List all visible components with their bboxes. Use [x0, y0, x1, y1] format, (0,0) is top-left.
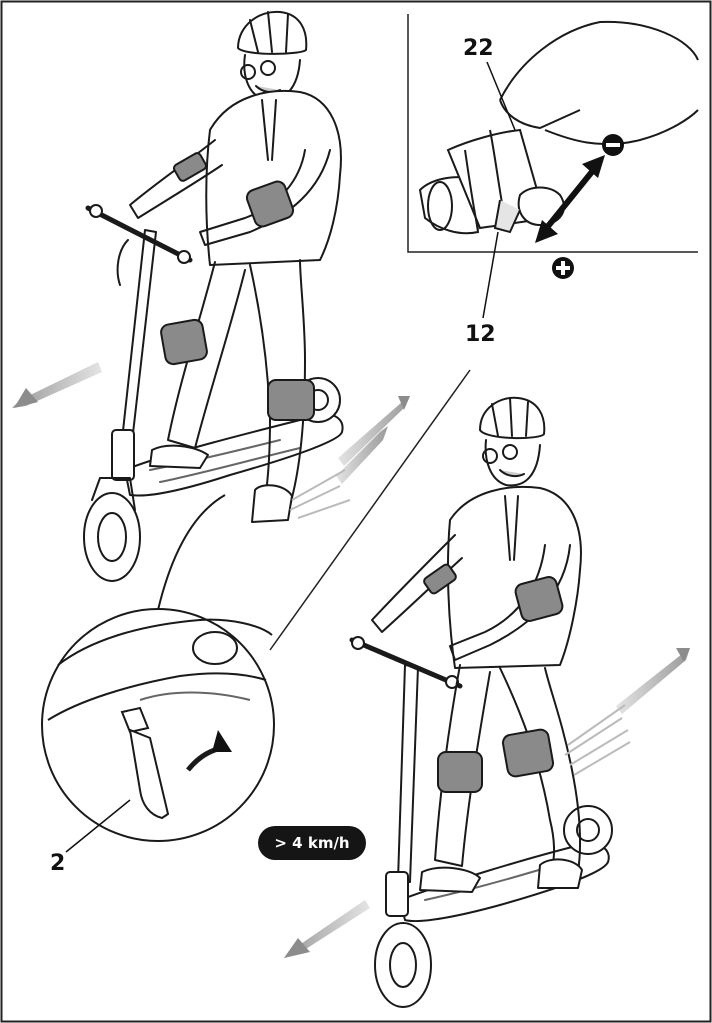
callout-throttle-number: 22 [463, 36, 494, 61]
adjust-arrow-head-down [535, 220, 558, 243]
kickstand-detail [47, 618, 273, 820]
plus-icon [552, 257, 574, 279]
callout-kickstand-number: 2 [50, 851, 66, 876]
minus-icon [602, 134, 624, 156]
rider-riding [349, 396, 613, 1008]
throttle-detail [418, 20, 699, 235]
detail-connector [157, 494, 226, 611]
adjust-arrow [542, 166, 598, 232]
speed-threshold-badge: > 4 km/h [258, 826, 366, 860]
separator-line [269, 369, 471, 651]
leader-22 [486, 61, 516, 131]
leader-2 [65, 799, 131, 853]
motion-arrows-rider-2 [284, 648, 690, 958]
leader-12 [482, 231, 499, 319]
adjust-arrow-head-up [582, 155, 605, 178]
callout-brake-number: 12 [465, 322, 496, 347]
motion-arrows-rider-1 [12, 362, 410, 519]
kickstand-detail-circle [41, 608, 275, 842]
rider-pushing-off [83, 10, 344, 582]
inset-frame [407, 14, 698, 253]
fold-arrow [212, 730, 232, 752]
